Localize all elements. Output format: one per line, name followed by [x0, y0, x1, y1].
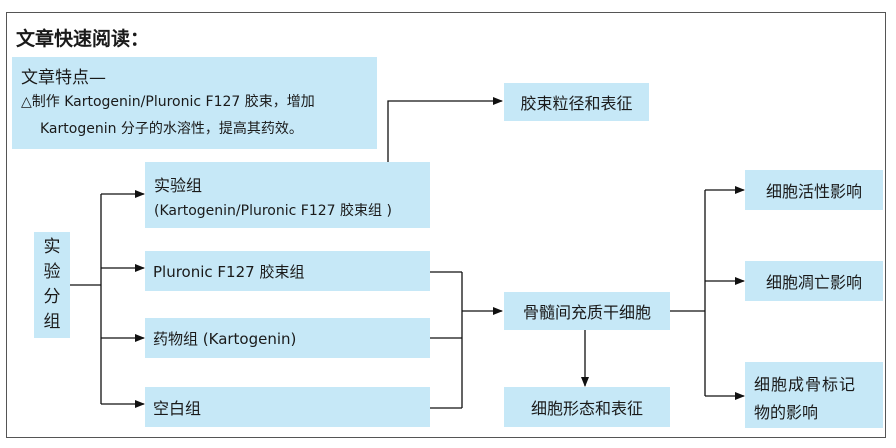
grouping-char-2: 验: [43, 262, 61, 282]
grouping-box: 实 验 分 组: [34, 232, 70, 338]
grouping-char-3: 分: [43, 287, 61, 307]
micelle-characterization-box: 胶束粒径和表征: [504, 83, 649, 121]
experimental-group-label: 实验组: [154, 176, 203, 195]
experimental-group-sublabel: (Kartogenin/Pluronic F127 胶束组 ): [154, 203, 392, 219]
cell-morphology-label: 细胞形态和表征: [530, 399, 643, 418]
grouping-char-4: 组: [43, 312, 61, 332]
osteogenic-marker-label-2: 物的影响: [754, 403, 819, 422]
blank-group-label: 空白组: [153, 399, 202, 418]
page-title: 文章快速阅读：: [16, 28, 150, 50]
osteogenic-marker-box: 细胞成骨标记 物的影响: [745, 362, 883, 428]
cell-activity-label: 细胞活性影响: [765, 182, 862, 201]
features-heading: 文章特点—: [21, 68, 106, 88]
pluronic-group-box: Pluronic F127 胶束组: [145, 251, 430, 291]
blank-group-box: 空白组: [145, 387, 430, 427]
grouping-char-1: 实: [43, 237, 61, 257]
bmsc-label: 骨髓间充质干细胞: [522, 303, 651, 322]
features-line-1: △制作 Kartogenin/Pluronic F127 胶束，增加: [21, 94, 315, 110]
bmsc-box: 骨髓间充质干细胞: [504, 292, 670, 330]
features-line-2: Kartogenin 分子的水溶性，提高其药效。: [40, 121, 303, 137]
osteogenic-marker-label-1: 细胞成骨标记: [754, 375, 857, 394]
cell-activity-box: 细胞活性影响: [745, 170, 883, 210]
diagram-frame: [6, 12, 886, 438]
experimental-group-box: 实验组 (Kartogenin/Pluronic F127 胶束组 ): [145, 162, 430, 228]
features-box: 文章特点— △制作 Kartogenin/Pluronic F127 胶束，增加…: [12, 57, 377, 149]
cell-morphology-box: 细胞形态和表征: [504, 387, 670, 427]
drug-group-box: 药物组 (Kartogenin): [145, 318, 430, 358]
pluronic-group-label: Pluronic F127 胶束组: [153, 262, 305, 281]
cell-apoptosis-box: 细胞凋亡影响: [745, 261, 883, 301]
arrow-to-micelle-characterization: [387, 97, 503, 162]
cell-apoptosis-label: 细胞凋亡影响: [765, 273, 862, 292]
micelle-characterization-label: 胶束粒径和表征: [520, 94, 633, 113]
drug-group-label: 药物组 (Kartogenin): [153, 329, 297, 348]
